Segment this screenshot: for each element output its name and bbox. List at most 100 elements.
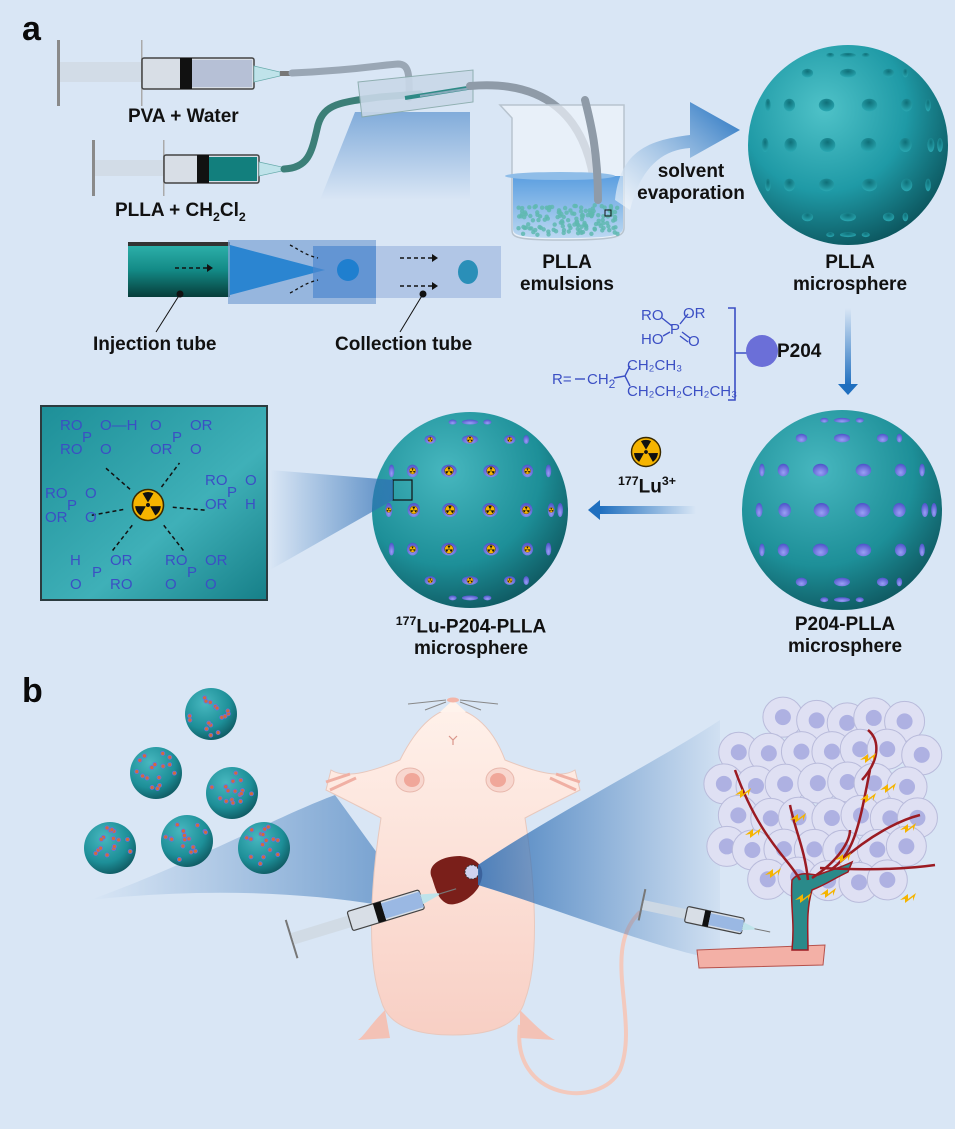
blood-vessel [861, 729, 878, 781]
radiation-bolt [795, 893, 811, 903]
evaporation-arrow [615, 102, 740, 210]
tumor-cell [703, 763, 745, 805]
lu-microsphere-small [161, 815, 213, 867]
pore [855, 597, 864, 603]
pore [925, 178, 931, 192]
droplet [562, 205, 568, 211]
p204-functionalization-arrow [845, 308, 851, 386]
droplet [614, 205, 620, 211]
ligand-atom: RO [110, 576, 133, 593]
ligand-atom: OR [110, 552, 133, 569]
pore [783, 178, 796, 192]
tumor-cell [901, 734, 943, 776]
pore [761, 138, 769, 152]
blood-vessel [733, 769, 802, 881]
chem-ro: RO [641, 307, 664, 324]
pore [861, 52, 870, 58]
pore [896, 433, 903, 443]
syringe-injection-tumor [637, 888, 771, 935]
droplet [520, 205, 525, 211]
pore [783, 98, 796, 112]
droplet [615, 231, 620, 237]
pore [755, 503, 763, 517]
pore [861, 232, 870, 238]
tumor-cell [764, 763, 806, 805]
droplet [539, 205, 545, 210]
ligand-atom: OR [205, 496, 228, 513]
p204-molecule-icon [746, 335, 778, 367]
droplet [555, 214, 560, 220]
pore [900, 98, 913, 112]
pore [818, 178, 835, 192]
pore [919, 463, 925, 477]
droplet [561, 214, 566, 220]
radiation-bolt [820, 888, 836, 898]
pore [834, 577, 850, 587]
pore [854, 503, 871, 517]
pore [801, 68, 814, 78]
pore [894, 463, 907, 477]
ligand-atom: OR [205, 552, 228, 569]
blood-vessel [819, 863, 936, 871]
pore [876, 577, 889, 587]
tumor-cell [747, 858, 789, 900]
ligand-atom: O [165, 576, 177, 593]
svg-text:HO: HO [641, 331, 664, 348]
svg-text:O: O [688, 333, 700, 350]
droplet [596, 221, 602, 226]
pore [876, 433, 889, 443]
pore [840, 68, 856, 78]
droplet [537, 224, 542, 230]
pore [921, 503, 929, 517]
pore [820, 597, 829, 603]
radiation-bolt [745, 828, 761, 838]
droplet [546, 232, 551, 237]
pore [855, 463, 872, 477]
radiation-bolt [900, 823, 916, 833]
pore [765, 178, 771, 192]
ligand-atom: P [187, 564, 197, 581]
droplet [565, 217, 571, 223]
droplet [578, 205, 584, 210]
droplet [600, 228, 605, 233]
microsphere-cluster [84, 688, 290, 874]
tumor [696, 696, 943, 969]
tumor-cell [797, 762, 839, 804]
ligand-atom: P [92, 564, 102, 581]
ligand-atom: O—H [100, 417, 138, 434]
ligand-atom: H [245, 496, 256, 513]
ligand-atom: O [100, 441, 112, 458]
pore [860, 138, 877, 152]
pore [937, 138, 943, 152]
droplet [546, 207, 552, 213]
pore [813, 503, 830, 517]
pore [462, 595, 478, 601]
ligand-atom: O [85, 509, 97, 526]
droplet [518, 214, 524, 219]
droplet [541, 227, 546, 232]
droplet [604, 220, 610, 226]
droplet [528, 213, 533, 219]
pore [801, 212, 814, 222]
radiation-bolt [860, 753, 876, 763]
tumor-cell [762, 696, 804, 738]
pore [861, 98, 878, 112]
pore [778, 503, 791, 517]
panel-label-b: b [22, 672, 43, 710]
pore [545, 464, 552, 478]
droplet [574, 219, 579, 225]
blood-vessel [788, 804, 810, 881]
ligand-atom: P [227, 484, 237, 501]
pore [882, 212, 895, 222]
droplet [582, 222, 587, 227]
tumor-magnify-beam [478, 720, 720, 960]
ligand-atom: O [85, 485, 97, 502]
pore [795, 433, 808, 443]
pore [765, 98, 771, 112]
lu-microsphere-small [206, 767, 258, 819]
droplet [536, 217, 541, 223]
